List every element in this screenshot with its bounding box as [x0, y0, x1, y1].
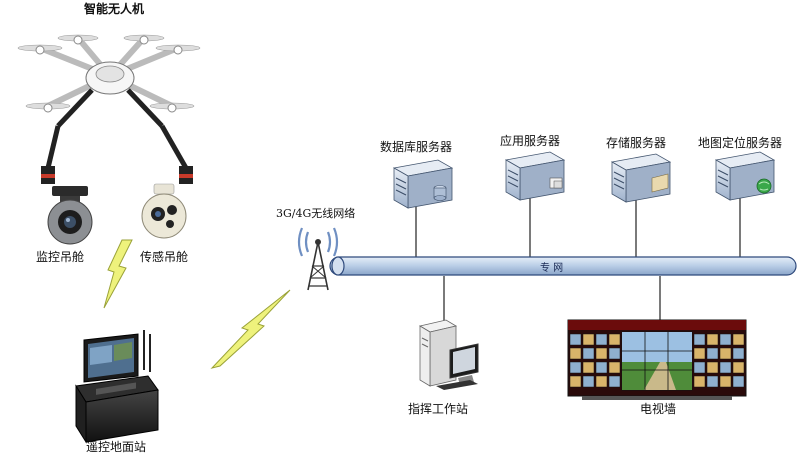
ground-station-icon	[75, 330, 159, 444]
server-storage-icon	[610, 153, 672, 203]
video-wall-tile	[706, 375, 719, 388]
video-wall-tile	[608, 361, 621, 374]
video-wall-tile	[582, 347, 595, 360]
video-wall-tile	[595, 361, 608, 374]
video-wall-tile	[732, 361, 745, 374]
server-storage-label: 存储服务器	[606, 136, 667, 150]
video-wall-tile	[719, 333, 732, 346]
video-wall-tile	[719, 347, 732, 360]
video-wall-tile	[693, 375, 706, 388]
sensor-gimbal-icon	[141, 183, 187, 239]
server-database-label: 数据库服务器	[380, 140, 453, 154]
drone-icon	[17, 34, 201, 184]
video-wall-tile	[595, 333, 608, 346]
video-wall-tile	[595, 347, 608, 360]
monitor-gimbal-icon	[47, 186, 93, 245]
video-wall-tile	[582, 361, 595, 374]
video-wall-tile	[569, 347, 582, 360]
video-wall-tile	[706, 347, 719, 360]
video-wall-tile	[693, 333, 706, 346]
video-wall-icon	[567, 319, 747, 400]
video-wall-tile	[569, 375, 582, 388]
wireless-link-lightning-icon	[210, 289, 291, 369]
video-wall-tile	[706, 333, 719, 346]
network-bus	[329, 256, 797, 276]
cell-tower-icon	[297, 227, 339, 291]
video-wall-tile	[608, 333, 621, 346]
workstation-icon	[418, 319, 479, 390]
server-application-label: 应用服务器	[500, 134, 561, 148]
video-wall-tile	[693, 361, 706, 374]
video-wall-tile	[732, 375, 745, 388]
video-wall-label: 电视墙	[640, 402, 677, 416]
video-wall-tile	[595, 375, 608, 388]
video-wall-left-panel	[569, 333, 621, 388]
wireless-link-lightning-icon	[103, 239, 133, 309]
video-wall-tile	[608, 347, 621, 360]
video-wall-right-panel	[693, 333, 745, 388]
video-wall-tile	[719, 375, 732, 388]
wireless-network-label: 3G/4G无线网络	[276, 207, 356, 220]
video-wall-tile	[732, 347, 745, 360]
video-wall-tile	[608, 375, 621, 388]
connector-lines	[415, 192, 741, 322]
private-network-label: 专 网	[540, 263, 564, 274]
server-map-location-icon	[714, 151, 776, 201]
video-wall-tile	[569, 333, 582, 346]
video-wall-tile	[582, 375, 595, 388]
video-wall-tile	[569, 361, 582, 374]
server-database-icon	[392, 159, 454, 209]
server-application-icon	[504, 151, 566, 201]
video-wall-tile	[706, 361, 719, 374]
workstation-label: 指挥工作站	[408, 402, 469, 416]
video-wall-tile	[719, 361, 732, 374]
video-wall-tile	[732, 333, 745, 346]
drone-label: 智能无人机	[84, 2, 145, 16]
video-wall-tile	[693, 347, 706, 360]
video-wall-tile	[582, 333, 595, 346]
server-map-location-label: 地图定位服务器	[698, 136, 783, 150]
ground-station-label: 遥控地面站	[86, 440, 147, 454]
monitor-gimbal-label: 监控吊舱	[36, 250, 85, 264]
sensor-gimbal-label: 传感吊舱	[140, 250, 189, 264]
